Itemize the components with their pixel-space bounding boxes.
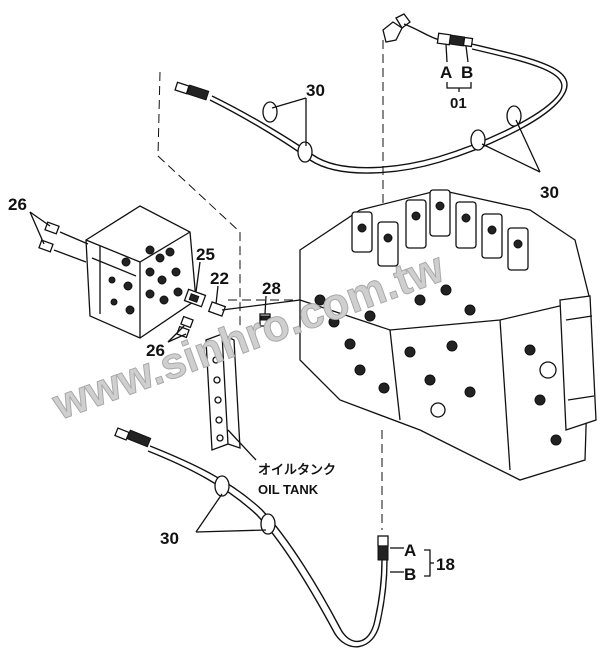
callout-30-bottom: 30 bbox=[160, 529, 179, 548]
pilot-valve-block bbox=[38, 205, 227, 339]
hose-end-fitting-left bbox=[174, 81, 210, 101]
hose-end-fitting-bottom-right bbox=[377, 535, 389, 561]
oil-tank-label-en: OIL TANK bbox=[258, 482, 319, 497]
clamp-30 bbox=[260, 513, 276, 535]
callout-18: 18 bbox=[436, 555, 455, 574]
valve-port-cluster bbox=[108, 245, 183, 315]
hose-end-fitting-top bbox=[436, 32, 474, 48]
callout-30-right: 30 bbox=[540, 183, 559, 202]
connector-25 bbox=[183, 288, 207, 308]
port-label-top-b: B bbox=[461, 63, 473, 82]
callout-30-top: 30 bbox=[306, 81, 325, 100]
clamp-30 bbox=[506, 105, 522, 127]
port-label-bottom-a: A bbox=[404, 541, 416, 560]
port-label-bottom-b: B bbox=[404, 565, 416, 584]
clamp-30 bbox=[262, 101, 278, 123]
top-hose-assembly bbox=[174, 13, 568, 174]
oil-tank-bracket bbox=[205, 333, 257, 461]
oil-tank-note: オイルタンク OIL TANK bbox=[258, 463, 336, 497]
clamp-30 bbox=[470, 129, 486, 151]
plug-fittings-26-left bbox=[38, 221, 89, 263]
hose-end-fitting-bottom-left bbox=[114, 427, 152, 448]
callout-26-bottom: 26 bbox=[146, 341, 165, 360]
valve-ports bbox=[314, 284, 562, 446]
callout-28: 28 bbox=[262, 279, 281, 298]
main-control-valve bbox=[221, 189, 597, 481]
spool-caps bbox=[351, 189, 529, 271]
bottom-hose-assembly bbox=[114, 427, 389, 648]
dashed-guide-lines bbox=[157, 40, 384, 530]
connector-22 bbox=[207, 301, 227, 317]
elbow-fitting bbox=[382, 21, 403, 43]
callout-25: 25 bbox=[196, 245, 215, 264]
callout-labels: 30 30 30 26 26 25 22 28 01 18 A B A B bbox=[8, 63, 559, 584]
callout-leaders bbox=[29, 43, 541, 577]
oil-tank-label-jp: オイルタンク bbox=[258, 463, 336, 478]
callout-22: 22 bbox=[210, 269, 229, 288]
callout-26-left: 26 bbox=[8, 195, 27, 214]
clamp-30 bbox=[297, 141, 313, 163]
callout-01: 01 bbox=[450, 95, 467, 112]
clamp-30 bbox=[214, 475, 230, 497]
port-label-top-a: A bbox=[440, 63, 452, 82]
